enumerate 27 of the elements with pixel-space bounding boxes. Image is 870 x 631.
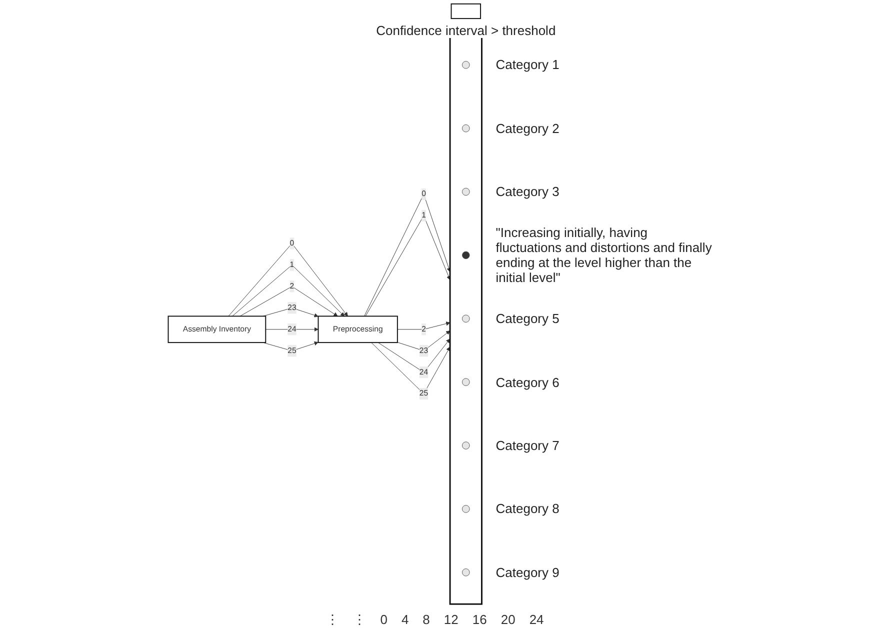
node-circle — [462, 188, 470, 196]
axis-tick-label: 20 — [500, 612, 516, 627]
category-label: Category 3 — [496, 184, 560, 200]
node-circle — [462, 568, 470, 576]
axis-tick-label: 0 — [380, 612, 388, 627]
axis-tick-label: 12 — [444, 612, 458, 627]
node-circle — [462, 505, 470, 513]
node-circle — [462, 61, 470, 69]
category-label: Category 1 — [496, 57, 560, 72]
node-circle — [462, 442, 470, 450]
ellipsis-mark: ⋮ — [353, 612, 366, 627]
category-label: Category 6 — [496, 374, 560, 390]
node-circle — [462, 124, 470, 132]
category-label: Category 9 — [496, 564, 560, 580]
axis-tick-label: 16 — [472, 612, 487, 627]
ellipsis-mark: ⋮ — [326, 612, 340, 627]
axis-tick-label: 8 — [422, 612, 430, 627]
category-label: Category 5 — [496, 311, 560, 326]
node-circle — [462, 251, 470, 260]
category-label: Category 2 — [496, 120, 560, 136]
node-circle — [462, 314, 470, 323]
node-circle — [462, 378, 470, 386]
node-box — [450, 3, 482, 20]
axis-tick-label: 4 — [401, 612, 409, 627]
category-label: Category 8 — [496, 501, 560, 516]
category-label: Category 7 — [496, 438, 560, 453]
axis-tick-label: 24 — [529, 612, 544, 627]
